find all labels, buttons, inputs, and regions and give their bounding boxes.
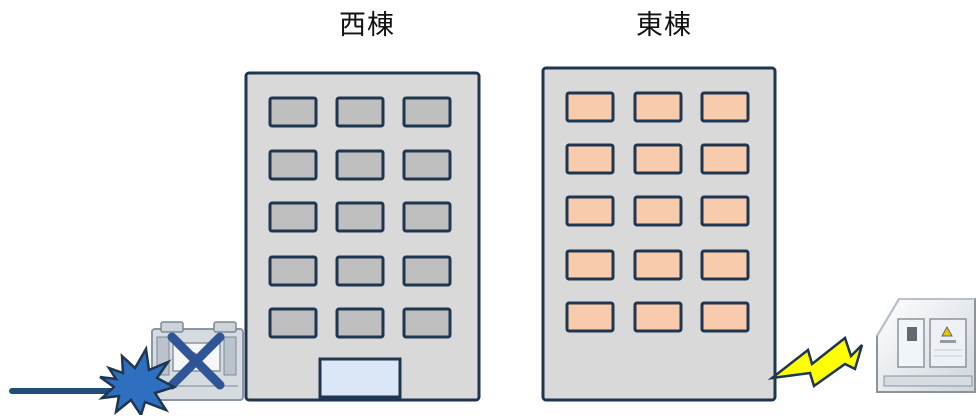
east-building [541,66,777,402]
west-building-label: 西棟 [339,10,395,41]
explosion-icon [98,345,178,418]
x-mark-icon [167,332,225,390]
west-building [244,71,481,402]
lightning-bolt-icon [767,335,864,389]
generator-icon [876,298,976,393]
west-window-grid [268,96,452,339]
east-building-label: 東棟 [636,10,692,41]
east-window-grid [565,91,750,333]
west-building-entrance [318,357,402,399]
